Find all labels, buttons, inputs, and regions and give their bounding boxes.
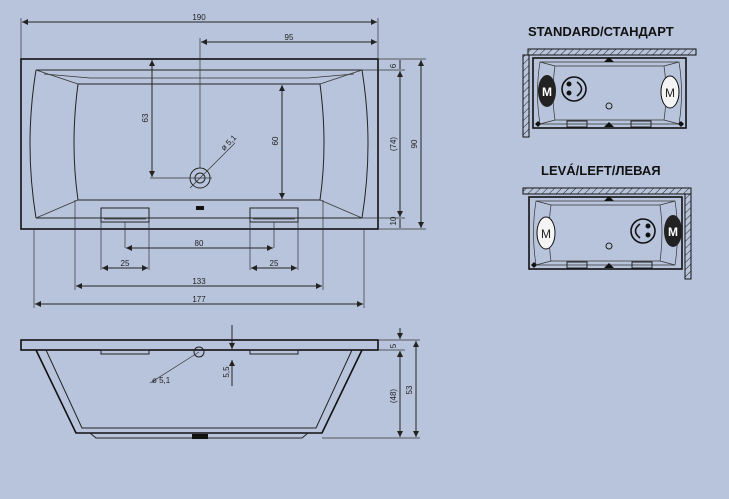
dim-overall-height: 53 <box>405 385 414 394</box>
side-view: ø 5,1 5,5 5 (48) 53 <box>20 325 420 439</box>
badge-light-standard <box>660 75 680 109</box>
left-handle <box>100 207 150 223</box>
right-handle <box>249 207 299 223</box>
dim-bottom-length: 133 <box>192 277 206 286</box>
dim-handle-left: 25 <box>121 259 130 268</box>
badge-light-label-left: M <box>541 227 551 241</box>
dim-handle-spacing: 80 <box>195 239 204 248</box>
badge-dark-standard <box>538 75 556 107</box>
variant-standard: STANDARD/СТАНДАРТ M M <box>522 24 697 138</box>
dim-rim-top: 6 <box>389 63 398 68</box>
variant-standard-title: STANDARD/СТАНДАРТ <box>528 24 674 39</box>
side-rim <box>20 339 379 351</box>
wall-left-standard <box>522 54 530 138</box>
tub-outline-left <box>528 196 683 270</box>
overflow-mark <box>196 206 204 210</box>
left-inner-curve <box>29 69 37 219</box>
wall-right-left <box>684 193 692 280</box>
wall-top-left <box>522 187 692 195</box>
dim-rim-bottom: 10 <box>389 216 398 225</box>
badge-dark-label-left: M <box>668 225 678 239</box>
dim-drain-to-head: 63 <box>141 113 150 122</box>
dim-overflow-hole: ø 5,1 <box>152 376 171 385</box>
variant-left-title: LEVÁ/LEFT/ЛЕВАЯ <box>541 163 661 178</box>
dim-overflow-height: 5,5 <box>222 366 231 378</box>
side-handle-right <box>249 349 299 355</box>
badge-dark-label-standard: M <box>542 85 552 99</box>
top-view: 190 95 63 60 ø 5,1 6 (74) 10 90 80 25 <box>20 13 426 308</box>
smiley-icon <box>630 218 656 244</box>
variant-left: LEVÁ/LEFT/ЛЕВАЯ M M <box>522 163 692 280</box>
dim-inner-width: (74) <box>389 137 398 152</box>
side-outer-shell <box>35 349 363 434</box>
dim-inner-depth: 60 <box>271 136 280 145</box>
dim-overall-length: 190 <box>192 13 206 22</box>
smiley-icon <box>561 76 587 102</box>
dim-handle-right: 25 <box>270 259 279 268</box>
badge-dark-left <box>664 215 682 247</box>
side-drain <box>192 434 208 439</box>
dim-half-length: 95 <box>285 33 294 42</box>
dim-overall-width: 90 <box>410 139 419 148</box>
outer-rim <box>20 58 379 230</box>
dim-side-inner-depth: (48) <box>389 389 398 404</box>
badge-light-label-standard: M <box>665 86 675 100</box>
side-overflow <box>193 346 205 358</box>
dim-inner-length: 177 <box>192 295 206 304</box>
wall-top-standard <box>527 48 697 56</box>
side-inner-shell <box>45 349 353 429</box>
right-inner-curve <box>361 69 369 219</box>
dim-side-rim: 5 <box>389 343 398 348</box>
badge-light-left <box>536 216 556 250</box>
side-handle-left <box>100 349 150 355</box>
